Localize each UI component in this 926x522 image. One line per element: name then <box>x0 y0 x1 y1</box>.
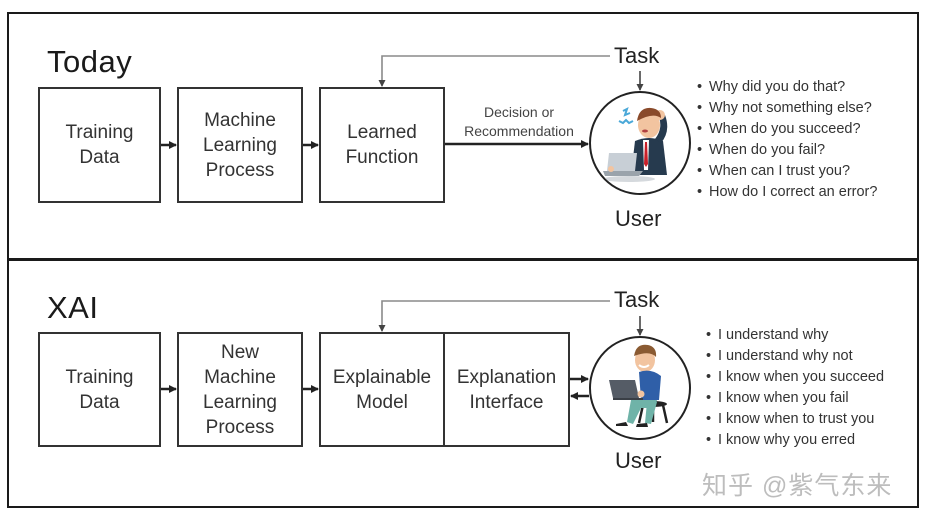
statement-item: I know when you succeed <box>706 367 884 388</box>
box-label: Training Data <box>65 122 134 168</box>
statement-item: I understand why <box>706 325 884 346</box>
task-label-xai: Task <box>614 287 660 312</box>
statements-list: I understand why I understand why not I … <box>706 325 884 451</box>
edge-label-decision: Decision or Recommendation <box>464 104 574 139</box>
box-label: Explanation Interface <box>456 366 557 413</box>
user-label-xai: User <box>615 448 662 473</box>
box-training-data: Training Data <box>38 87 161 203</box>
box-explainable-model: Explainable Model <box>319 332 445 447</box>
task-feedback-today <box>378 55 610 87</box>
section-title-xai: XAI <box>47 290 99 325</box>
question-item: Why not something else? <box>697 98 877 119</box>
question-item: When can I trust you? <box>697 161 877 182</box>
statement-item: I know why you erred <box>706 430 884 451</box>
panel-today <box>7 12 919 261</box>
box-learned-function: Learned Function <box>319 87 445 203</box>
statement-item: I know when to trust you <box>706 409 884 430</box>
confused-user-icon <box>603 107 668 182</box>
section-title-today: Today <box>47 44 133 79</box>
box-training-data-xai: Training Data <box>38 332 161 447</box>
question-item: When do you fail? <box>697 140 877 161</box>
questions-list: Why did you do that? Why not something e… <box>697 77 877 203</box>
panel-xai <box>7 258 919 508</box>
box-new-machine-learning-process: New Machine Learning Process <box>177 332 303 447</box>
watermark: 知乎 @紫气东来 <box>702 472 893 500</box>
box-label: Explainable Model <box>332 366 432 413</box>
question-item: Why did you do that? <box>697 77 877 98</box>
question-item: When do you succeed? <box>697 119 877 140</box>
task-feedback-xai <box>378 300 610 332</box>
box-label: New Machine Learning Process <box>203 341 277 438</box>
task-label-today: Task <box>614 43 660 68</box>
user-avatar-confused <box>589 91 691 195</box>
box-label: Machine Learning Process <box>203 109 277 181</box>
statement-item: I understand why not <box>706 346 884 367</box>
question-item: How do I correct an error? <box>697 182 877 203</box>
user-avatar-happy <box>589 336 691 440</box>
box-explanation-interface: Explanation Interface <box>443 332 570 447</box>
statement-item: I know when you fail <box>706 388 884 409</box>
happy-user-icon <box>609 344 669 427</box>
user-label-today: User <box>615 206 662 231</box>
box-label: Learned Function <box>345 122 419 168</box>
box-label: Training Data <box>65 366 134 413</box>
box-machine-learning-process: Machine Learning Process <box>177 87 303 203</box>
